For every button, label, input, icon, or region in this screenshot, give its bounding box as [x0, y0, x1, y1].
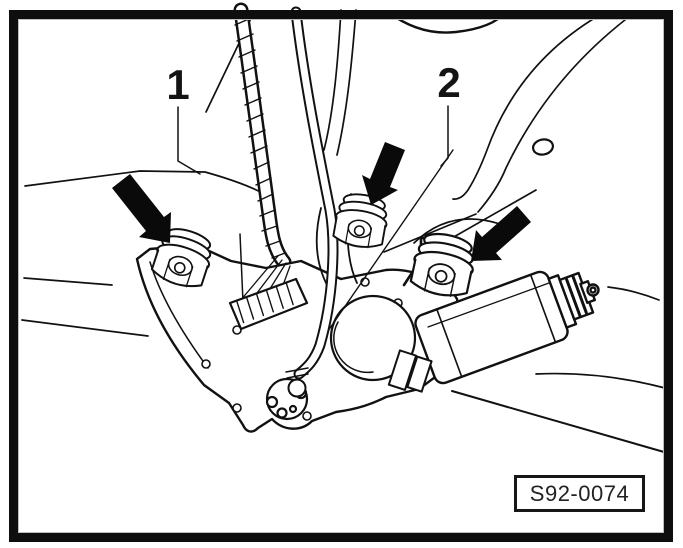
grommet-middle	[332, 193, 388, 249]
washer-tube	[285, 6, 339, 398]
vent-hole	[531, 138, 555, 156]
clamp-bracket	[387, 349, 433, 393]
leader-line-1	[177, 106, 201, 175]
fixing-arrow-right-icon	[471, 206, 531, 261]
motor-cylinder	[387, 270, 600, 393]
figure-reference-badge: S92-0074	[514, 475, 645, 512]
body-crease-line	[309, 149, 454, 358]
callout-label-1: 1	[166, 61, 190, 108]
grommet-right	[409, 232, 474, 297]
leader-lines	[177, 105, 449, 175]
leader-line-2	[440, 105, 449, 167]
motor-end-cap	[547, 271, 600, 329]
harness-cable	[233, 2, 292, 270]
fixing-arrow-middle-icon	[362, 142, 405, 205]
figure-reference-code: S92-0074	[529, 480, 630, 506]
callout-label-2: 2	[437, 59, 461, 106]
grommet-left	[150, 228, 212, 288]
connector-block	[228, 255, 309, 331]
fixing-arrow-left-icon	[112, 174, 171, 243]
